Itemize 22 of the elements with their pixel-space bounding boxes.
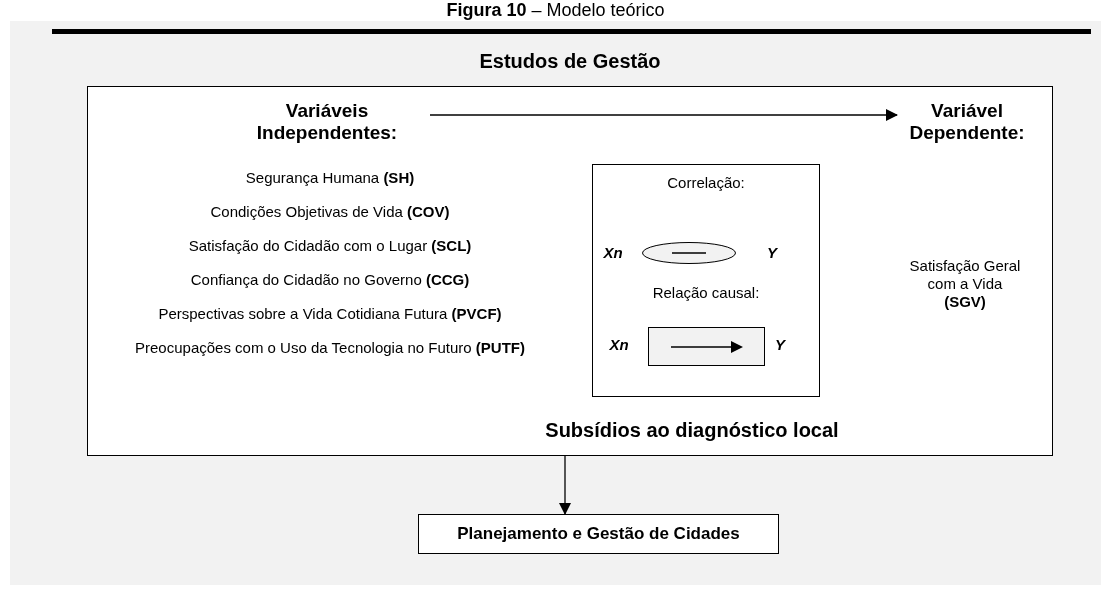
figure-title: Figura 10 – Modelo teórico [445, 0, 666, 20]
variable-name: Satisfação do Cidadão com o Lugar (SCL) [187, 237, 473, 254]
dependent-variable-name: Satisfação Geral com a Vida (SGV) [908, 257, 1022, 311]
frame-heading: Estudos de Gestão [478, 50, 662, 73]
causal-box [648, 327, 765, 366]
variable-symbol: Y [774, 336, 787, 353]
variable-name: Confiança do Cidadão no Governo (CCG) [189, 271, 471, 288]
panel-caption: Correlação: [666, 174, 746, 191]
process-box: Planejamento e Gestão de Cidades [418, 514, 779, 554]
variable-name: Perspectivas sobre a Vida Cotidiana Futura (PVCF) [157, 305, 503, 322]
arrow [559, 455, 571, 515]
column-heading: Variável Dependente: [908, 100, 1026, 144]
variable-symbol: Xn [608, 336, 630, 353]
panel-caption: Relação causal: [651, 284, 761, 301]
arrow [429, 109, 898, 121]
frame-footer-text: Subsídios ao diagnóstico local [544, 419, 840, 442]
variable-name: Condições Objetivas de Vida (COV) [209, 203, 451, 220]
variable-name: Preocupações com o Uso da Tecnologia no Futuro (PUTF) [134, 339, 526, 356]
variable-symbol: Y [766, 244, 779, 261]
variable-symbol: Xn [602, 244, 624, 261]
column-heading: Variáveis Independentes: [255, 100, 399, 144]
variable-name: Segurança Humana (SH) [244, 169, 416, 186]
